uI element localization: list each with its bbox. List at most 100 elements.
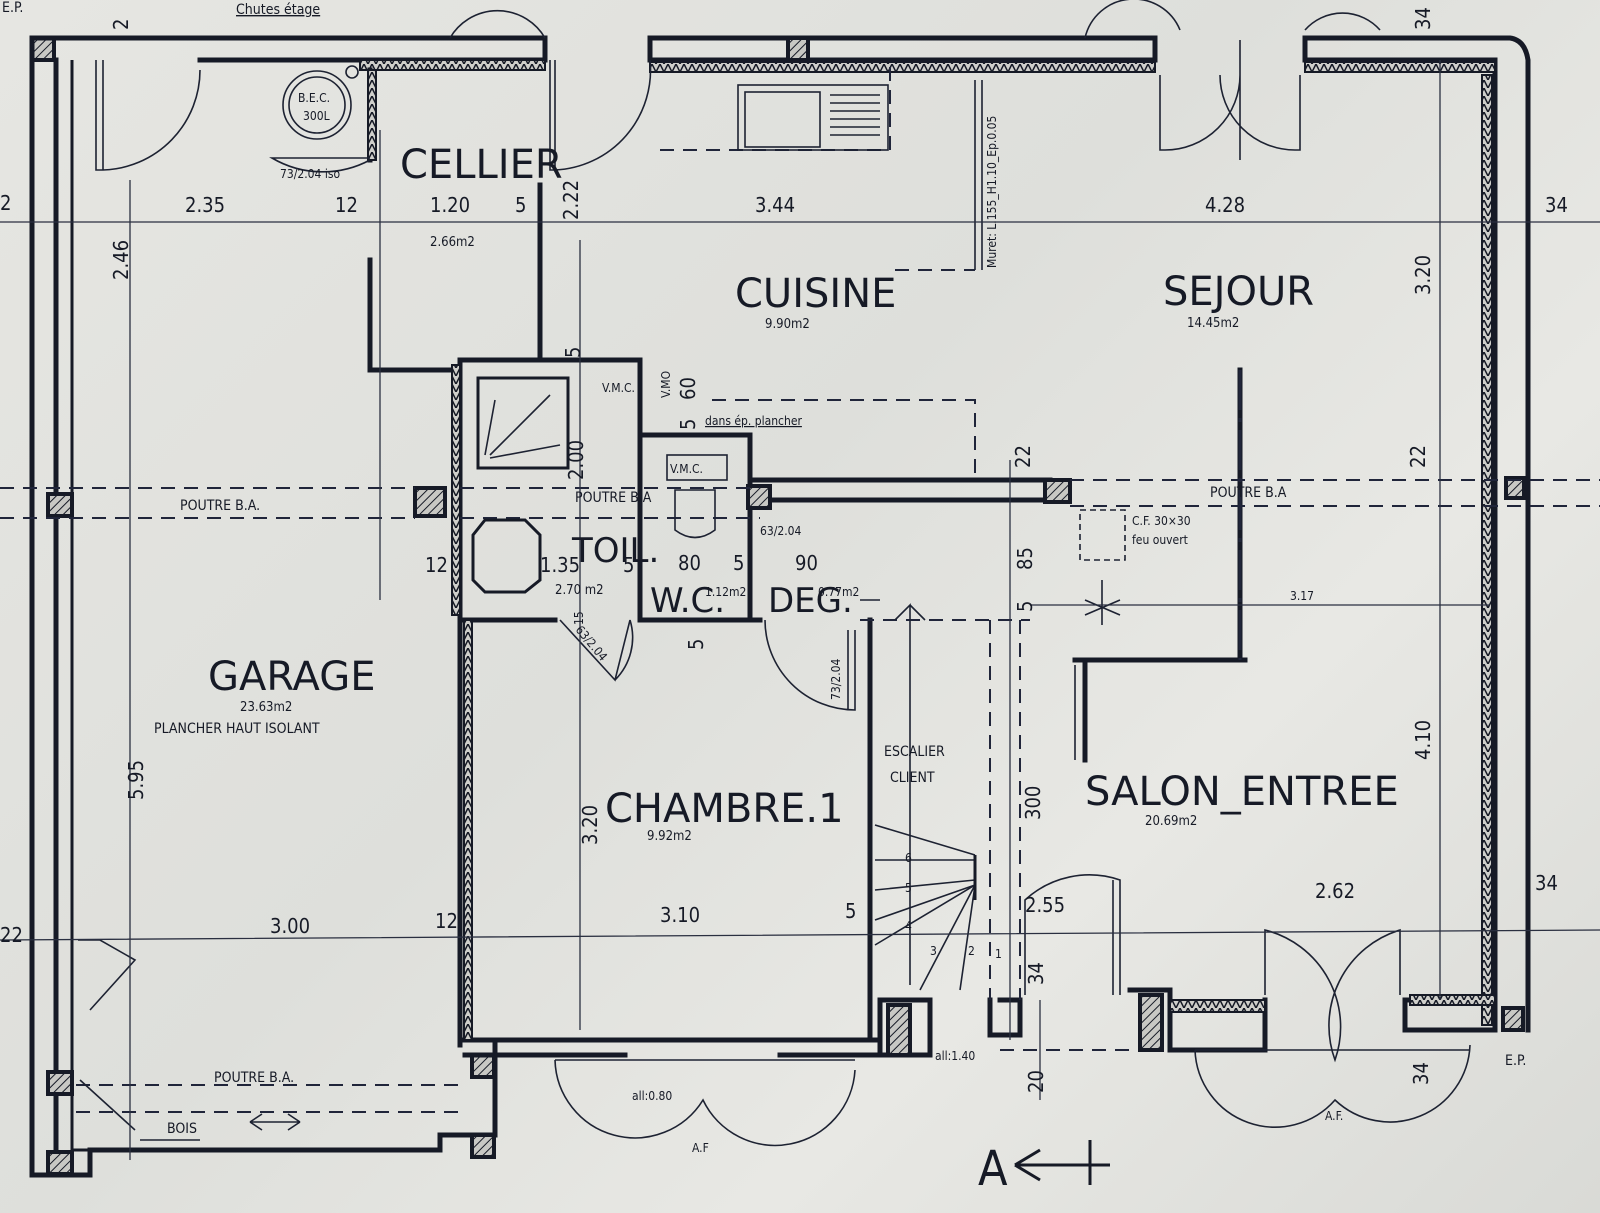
fixtures <box>249 65 1126 1185</box>
dimension: 1.35 <box>540 553 580 577</box>
dimension: 2.00 <box>564 440 588 480</box>
bec-label: B.E.C. <box>298 91 330 105</box>
dimension: 12 <box>425 553 448 577</box>
window-chambre-label: all:0.80 <box>632 1089 672 1103</box>
door-cellier-label: 73/2.04 iso <box>280 167 340 181</box>
dimension: 22 <box>1011 445 1035 468</box>
poutre-salon-label: POUTRE B.A <box>1210 485 1287 501</box>
room-area-chambre: 9.92m2 <box>647 829 692 844</box>
room-area-cellier: 2.66m2 <box>430 235 475 250</box>
room-area-toilette: 2.70 m2 <box>555 583 604 598</box>
room-area-salon: 20.69m2 <box>1145 814 1197 829</box>
bec-capacity-label: 300L <box>303 109 330 123</box>
stair-step-number: 5 <box>905 881 912 895</box>
dimension: 12 <box>435 909 458 933</box>
room-area-wc: 1.12m2 <box>705 585 746 599</box>
garage-note: PLANCHER HAUT ISOLANT <box>154 721 320 737</box>
stair-steps: 1 2 3 4 5 6 <box>905 851 1002 961</box>
dimension: 2.22 <box>559 180 583 220</box>
dimension: 3.00 <box>270 914 310 938</box>
section-marker: A <box>978 1141 1008 1197</box>
dimension: 15 <box>572 611 586 625</box>
dimension: 2.55 <box>1025 893 1065 917</box>
dimension: 90 <box>795 551 818 575</box>
interior-walls <box>359 59 1248 1048</box>
room-name-toilette: TOIL. <box>571 531 659 571</box>
dimension: 60 <box>676 377 700 400</box>
poutre-garage-label: POUTRE B.A. <box>180 498 260 514</box>
dimension: 3.20 <box>1411 255 1435 295</box>
dimension: 2.35 <box>185 193 225 217</box>
dimension: 22 <box>0 923 23 947</box>
room-name-cellier: CELLIER <box>400 142 563 188</box>
ep-top-label: E.P. <box>2 0 23 16</box>
poutre-garage-bottom-label: POUTRE B.A. <box>214 1070 294 1086</box>
dimension: 34 <box>1411 7 1435 30</box>
door-wc-label: 63/2.04 <box>760 524 802 538</box>
stair-step-number: 4 <box>905 919 912 933</box>
room-name-wc: W.C. <box>650 581 725 621</box>
dimension: 5.95 <box>124 760 148 800</box>
dimension: 34 <box>1535 871 1558 895</box>
stair-client-label: CLIENT <box>890 770 935 786</box>
room-name-chambre: CHAMBRE.1 <box>605 786 844 832</box>
dimension: 300 <box>1021 786 1045 820</box>
bois-label: BOIS <box>167 1121 197 1137</box>
room-area-garage: 23.63m2 <box>240 700 292 715</box>
stair-step-number: 2 <box>968 944 975 958</box>
room-name-cuisine: CUISINE <box>735 271 896 317</box>
room-name-garage: GARAGE <box>208 654 375 700</box>
vmc-label-2: V.M.C. <box>670 462 703 476</box>
dimension: 2.46 <box>109 240 133 280</box>
muret-label: Muret: L.155_H1.10_Ep.0.05 <box>985 116 999 268</box>
stair-label: ESCALIER <box>884 744 945 760</box>
beams <box>0 60 1600 1113</box>
dimension: 2.62 <box>1315 879 1355 903</box>
room-name-degagement: DEG. <box>768 581 853 621</box>
dimension: 20 <box>1024 1070 1048 1093</box>
stair-step-number: 6 <box>905 851 912 865</box>
dimension-texts: 2 2.35 12 1.20 5 2.22 3.44 4.28 34 34 2.… <box>0 7 1568 1093</box>
room-area-sejour: 14.45m2 <box>1187 316 1239 331</box>
door-toilette-label: 63/2.04 <box>573 623 610 664</box>
dimension: 3.17 <box>1290 589 1314 603</box>
dimension: 80 <box>678 551 701 575</box>
dimension: 34 <box>1024 962 1048 985</box>
stair-step-number: 3 <box>930 944 937 958</box>
dimension: 3.44 <box>755 193 795 217</box>
dimension: 4.28 <box>1205 193 1245 217</box>
room-area-cuisine: 9.90m2 <box>765 317 810 332</box>
dimension: 12 <box>335 193 358 217</box>
fireplace-label: C.F. 30×30 <box>1132 514 1191 528</box>
dimension: 5 <box>623 553 634 577</box>
dimension-lines <box>0 60 1600 1160</box>
ep-bottom-label: E.P. <box>1505 1053 1526 1069</box>
exterior-walls <box>29 35 1531 1178</box>
dimension: 85 <box>1013 547 1037 570</box>
dimension: 1.20 <box>430 193 470 217</box>
dimension: 5 <box>515 193 526 217</box>
room-labels: CELLIER 2.66m2 CUISINE 9.90m2 SEJOUR 14.… <box>154 142 1399 844</box>
poutre-bath-label: POUTRE B.A <box>575 490 652 506</box>
dimension: 34 <box>1545 193 1568 217</box>
room-name-salon: SALON_ENTREE <box>1085 769 1399 815</box>
dimension: 34 <box>1409 1062 1433 1085</box>
af-label-chambre: A.F <box>692 1141 709 1155</box>
af-label-salon: A.F. <box>1325 1109 1343 1123</box>
dimension: 5 <box>684 639 708 650</box>
dimension: 2 <box>0 191 11 215</box>
vmc-label-1: V.M.C. <box>602 381 635 395</box>
dimension: 2 <box>109 19 133 30</box>
dimension: 5 <box>561 347 585 358</box>
doors <box>78 0 1471 1147</box>
vmo-label: V.MO <box>659 371 673 398</box>
dimension: 5 <box>733 551 744 575</box>
dimension: 5 <box>1013 601 1037 612</box>
dimension: 5 <box>845 899 856 923</box>
fireplace-type-label: feu ouvert <box>1132 533 1188 547</box>
door-chambre-label: 73/2.04 <box>829 658 843 700</box>
dimension: 4.10 <box>1411 720 1435 760</box>
plancher-label: dans ép. plancher <box>705 414 802 428</box>
window-entree-label: all:1.40 <box>935 1049 975 1063</box>
